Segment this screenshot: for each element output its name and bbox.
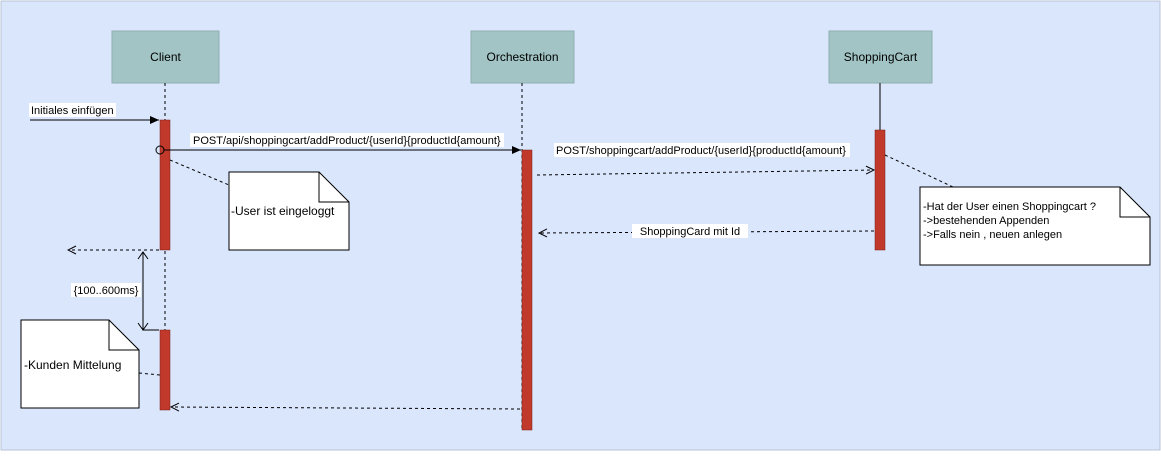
- participant-client-label: Client: [150, 50, 181, 64]
- initial-message-label-bg: [29, 103, 116, 117]
- participant-shoppingcart[interactable]: ShoppingCart: [828, 30, 933, 84]
- participant-client[interactable]: Client: [111, 30, 220, 84]
- client-to-orchestration-label-bg: [190, 133, 504, 147]
- note-logged-in[interactable]: -User ist eingeloggt: [228, 171, 350, 251]
- timing-constraint-label-bg: [71, 283, 141, 297]
- note-cart-check[interactable]: -Hat der User einen Shoppingcart ? ->bes…: [919, 186, 1151, 266]
- note-cart-check-line-3: ->Falls nein , neuen anlegen: [923, 229, 1062, 241]
- orchestration-activation: [521, 149, 533, 431]
- client-activation-1: [159, 119, 171, 251]
- participant-orchestration[interactable]: Orchestration: [470, 30, 575, 84]
- note-cart-check-line-1: -Hat der User einen Shoppingcart ?: [923, 201, 1096, 213]
- note-cart-check-line-2: ->bestehenden Appenden: [923, 215, 1049, 227]
- note-logged-in-connector: [169, 159, 230, 186]
- note-customer-text: -Kunden Mittelung: [24, 358, 121, 372]
- participant-shoppingcart-label: ShoppingCart: [844, 50, 918, 64]
- orchestration-to-cart-label-bg: [554, 143, 850, 157]
- client-to-orchestration-label: POST/api/shoppingcart/addProduct/{userId…: [193, 135, 501, 147]
- cart-to-orchestration-arrow[interactable]: [539, 231, 875, 233]
- orchestration-to-cart-arrow[interactable]: [536, 170, 874, 176]
- shoppingcart-activation: [874, 129, 886, 251]
- participant-orchestration-label: Orchestration: [486, 50, 558, 64]
- timing-constraint-top-tick: [137, 251, 149, 260]
- note-logged-in-text: -User ist eingeloggt: [231, 204, 335, 218]
- client-activation-2: [159, 329, 171, 411]
- orchestration-to-cart-label: POST/shoppingcart/addProduct/{userId}{pr…: [556, 145, 846, 157]
- note-cart-check-connector: [884, 154, 954, 188]
- cart-to-orchestration-label: ShoppingCard mit Id: [640, 226, 740, 238]
- orchestration-to-client-arrow[interactable]: [171, 407, 521, 409]
- cart-to-orchestration-label-bg: [632, 224, 748, 238]
- note-customer[interactable]: -Kunden Mittelung: [20, 319, 140, 409]
- timing-constraint-label: {100..600ms}: [74, 285, 139, 297]
- initial-message-label: Initiales einfügen: [31, 105, 114, 117]
